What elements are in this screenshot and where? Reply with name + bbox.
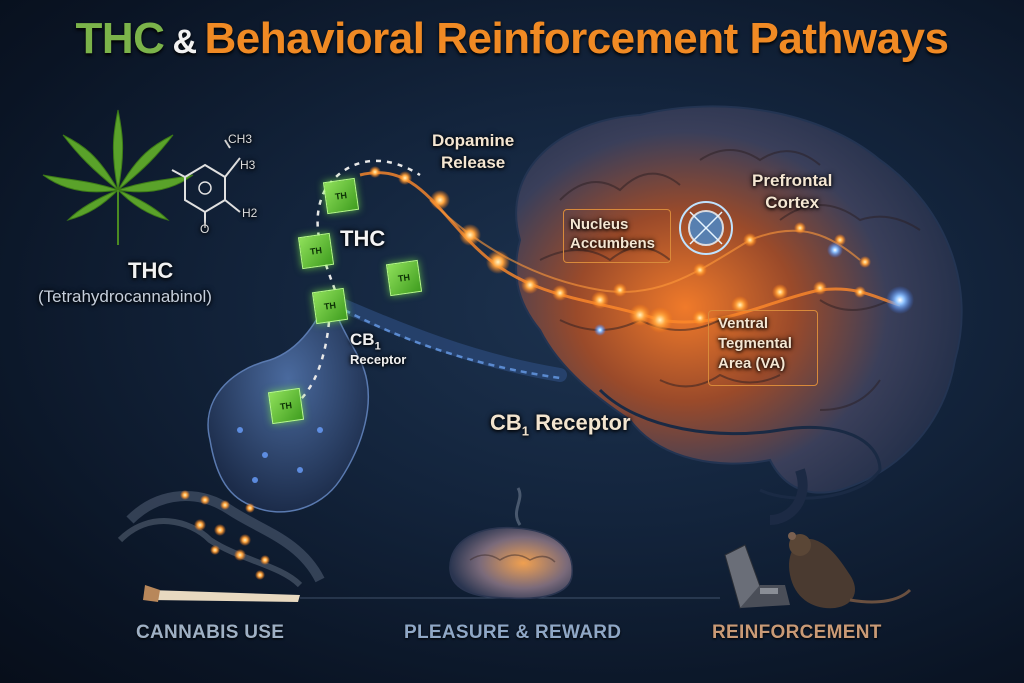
thc-label: THC	[340, 226, 386, 251]
ventral-line-1: Ventral	[718, 315, 769, 332]
atom-h2: H2	[242, 206, 258, 220]
dopamine-glow-dot	[591, 291, 609, 309]
small-brain-icon	[449, 487, 573, 600]
thc-cube: TH	[322, 177, 360, 215]
atom-ch3: CH3	[228, 132, 253, 146]
dopamine-glow-dot	[521, 276, 539, 294]
smoke-glow-dot	[234, 549, 246, 561]
dopamine-glow-dot	[731, 296, 749, 314]
cb1-receptor-small-label: CB1 Receptor	[350, 330, 406, 367]
title-pathways: Behavioral Reinforcement Pathways	[204, 14, 949, 63]
molecule-full-name: (Tetrahydrocannabinol)	[38, 287, 212, 306]
ventral-tegmental-box	[708, 310, 818, 386]
prefrontal-target-icon	[679, 201, 733, 255]
prefrontal-cortex-label: Prefrontal Cortex	[752, 170, 832, 214]
cb1-small-cb: CB	[350, 330, 375, 349]
prefrontal-line-2: Cortex	[765, 193, 820, 212]
thc-molecule-icon	[171, 139, 241, 228]
smoke-glow-dot	[220, 500, 230, 510]
smoke-glow-dot	[180, 490, 190, 500]
dopamine-line-1: Dopamine	[432, 131, 515, 150]
joint-icon	[117, 490, 325, 602]
ventral-line-2: Tegmental	[718, 335, 792, 352]
smoke-glow-dot	[245, 503, 255, 513]
smoke-glow-dot	[260, 555, 270, 565]
thc-cube: TH	[385, 259, 423, 297]
title-thc: THC	[75, 14, 165, 63]
thc-cube: TH	[311, 287, 349, 325]
dopamine-glow-dot	[486, 250, 510, 274]
smoke-glow-dot	[255, 570, 265, 580]
dopamine-glow-dot	[398, 171, 412, 185]
smoke-glow-dot	[194, 519, 206, 531]
dopamine-pathway	[359, 166, 901, 333]
ventral-tegmental-label: Ventral Tegmental Area (VA)	[718, 314, 792, 374]
smoke-glow-dot	[210, 545, 220, 555]
dopamine-glow-dot	[692, 310, 708, 326]
ventral-line-3: Area (VA)	[718, 355, 786, 372]
dopamine-glow-dot	[772, 284, 788, 300]
dopamine-glow-dot	[613, 283, 627, 297]
dopamine-glow-dot	[693, 263, 707, 277]
step-cannabis-use: CANNABIS USE	[136, 622, 285, 643]
nucleus-line-1: Nucleus	[570, 216, 629, 233]
cb1-small-receptor: Receptor	[350, 352, 407, 368]
lever-box-icon	[724, 544, 790, 609]
dopamine-glow-dot	[854, 286, 866, 298]
step-pleasure-reward: PLEASURE & REWARD	[404, 622, 622, 643]
thc-cube: TH	[267, 387, 305, 425]
cb1-large-sub: 1	[521, 423, 530, 439]
smoke-glow-dot	[239, 534, 251, 546]
page-title: THC&Behavioral Reinforcement Pathways	[0, 14, 1024, 64]
molecule-name: THC	[128, 258, 174, 283]
dopamine-glow-dot	[743, 233, 757, 247]
prefrontal-line-1: Prefrontal	[752, 171, 833, 190]
dopamine-glow-dot	[813, 281, 827, 295]
nucleus-line-2: Accumbens	[570, 235, 656, 252]
cb1-small-sub: 1	[374, 340, 381, 353]
dopamine-release-label: Dopamine Release	[432, 130, 514, 174]
step-reinforcement: REINFORCEMENT	[712, 622, 882, 643]
atom-o: O	[200, 222, 210, 236]
rat-icon	[788, 532, 912, 609]
cb1-receptor-neuron	[207, 289, 567, 513]
atom-h3: H3	[240, 158, 256, 172]
title-ampersand: &	[172, 23, 197, 61]
nucleus-accumbens-label: Nucleus Accumbens	[570, 215, 655, 253]
dopamine-line-2: Release	[440, 153, 506, 172]
dopamine-glow-dot	[369, 166, 381, 178]
dopamine-glow-dot	[552, 285, 568, 301]
dopamine-glow-dot	[430, 190, 450, 210]
smoke-glow-dot	[200, 495, 210, 505]
cb1-receptor-label: CB1 Receptor	[490, 410, 631, 438]
dopamine-glow-dot	[647, 307, 673, 333]
dopamine-glow-dot	[859, 256, 871, 268]
sparkle-icons	[594, 242, 914, 336]
cannabis-leaf-icon	[42, 109, 194, 245]
nucleus-accumbens-box	[563, 209, 671, 263]
cb1-large-cb: CB	[490, 410, 522, 435]
dopamine-glow-dot	[629, 304, 651, 326]
thc-cube: TH	[297, 232, 335, 270]
cb1-large-receptor: Receptor	[535, 410, 631, 435]
dopamine-glow-dot	[459, 224, 481, 246]
smoke-glow-dot	[214, 524, 226, 536]
dopamine-glow-dot	[794, 222, 806, 234]
